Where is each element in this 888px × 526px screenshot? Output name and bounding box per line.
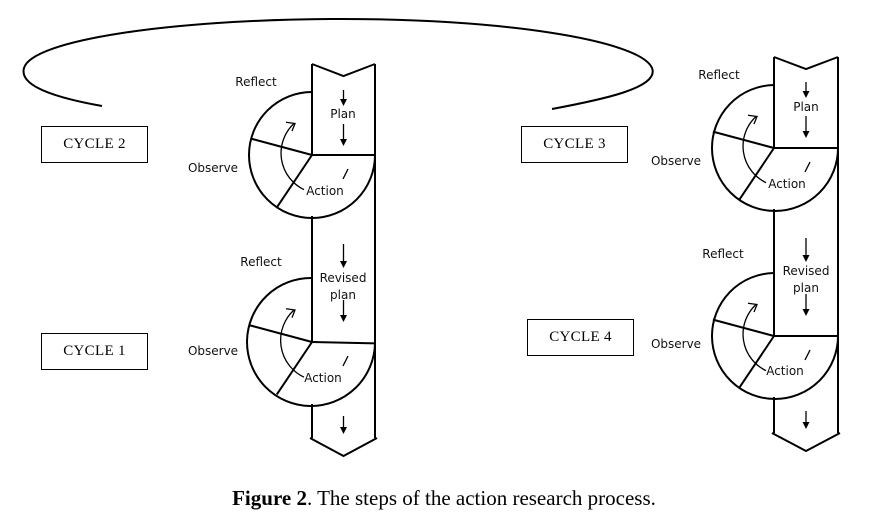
figure-caption-text: . The steps of the action research proce…: [306, 486, 656, 510]
cycle-2-label-reflect: Reflect: [235, 75, 277, 89]
cycle-3-wheel-outline: [711, 84, 839, 212]
cycle-1-cycle-arrow-curve: [279, 309, 305, 378]
cycle-1-action-tick-mark: [342, 355, 349, 367]
cycle-3-label: CYCLE 3: [543, 136, 606, 152]
cycle-2-divider-observe-action: [276, 154, 313, 208]
cycle-2-cycle-arrow-head: [285, 121, 296, 132]
spiral-right-plan-arrow-upper-top-head: [802, 91, 810, 98]
spiral-right-plan-arrow-upper-bottom-head: [802, 131, 810, 138]
spiral-right-plan-arrow-lower-top-head: [802, 255, 810, 262]
cycle-4-label: CYCLE 4: [549, 329, 612, 345]
spiral-left-column-top-notch: [311, 63, 376, 78]
cycle-3-action-tick-mark: [804, 161, 811, 173]
spiral-right-column-bottom-arrow: [771, 432, 841, 453]
cycle-4-cycle-arrow-head: [747, 302, 758, 313]
spiral-left-plan-arrow-upper-top-head: [340, 99, 347, 106]
spiral-left-exit-arrow-head: [340, 427, 347, 434]
cycle-1-label: CYCLE 1: [63, 343, 126, 359]
cycle-4-label-observe: Observe: [651, 337, 701, 351]
cycle-1-label-reflect: Reflect: [240, 255, 282, 269]
cycle-3-label-observe: Observe: [651, 154, 701, 168]
cycle-2-label-box: CYCLE 2: [41, 126, 148, 163]
cycle-connector-loop: [22, 17, 654, 110]
spiral-right-column-top-notch: [773, 56, 839, 71]
cycle-4-label-action: Action: [766, 364, 804, 378]
cycle-4-label-reflect: Reflect: [702, 247, 744, 261]
cycle-4-label-plan-line-1: Revised: [783, 264, 830, 278]
cycle-3-label-box: CYCLE 3: [521, 126, 628, 163]
cycle-3-cycle-arrow-head: [747, 114, 758, 125]
cycle-1-wheel-outline: [246, 276, 376, 407]
cycle-1-divider-action-plan: [311, 341, 376, 345]
spiral-left-plan-arrow-lower-bottom-head: [340, 315, 347, 322]
cycle-2-action-tick-mark: [342, 168, 349, 180]
spiral-left-plan-arrow-upper-bottom-head: [340, 139, 347, 146]
cycle-4-action-tick-mark: [804, 349, 811, 361]
cycle-1-divider-observe-action: [275, 341, 313, 396]
spiral-cycles-3-4: ReflectObserveActionPlanReflectObserveAc…: [651, 56, 841, 453]
cycle-4-label-plan-line-2: plan: [793, 281, 819, 295]
figure-caption: Figure 2. The steps of the action resear…: [0, 486, 888, 511]
cycle-4-label-box: CYCLE 4: [527, 319, 634, 356]
cycle-2-label-observe: Observe: [188, 161, 238, 175]
cycle-2-label-plan: Plan: [330, 107, 356, 121]
cycle-1-cycle-arrow-head: [285, 308, 296, 318]
spiral-right-plan-arrow-lower-bottom-head: [802, 309, 810, 316]
cycle-connector-curve: [22, 17, 654, 110]
spiral-left-plan-arrow-lower-top-head: [340, 261, 347, 268]
cycle-1-label-box: CYCLE 1: [41, 333, 148, 370]
cycle-1-label-observe: Observe: [188, 344, 238, 358]
spiral-left-column-bottom-arrow: [309, 437, 378, 458]
cycle-2-label: CYCLE 2: [63, 136, 126, 152]
cycle-4-divider-observe-action: [738, 335, 775, 389]
spiral-cycles-1-2: ReflectObserveActionPlanReflectObserveAc…: [188, 63, 378, 458]
cycle-3-label-action: Action: [768, 177, 806, 191]
cycle-1-label-plan-line-1: Revised: [320, 271, 367, 285]
cycle-2-cycle-arrow-curve: [280, 123, 305, 191]
cycle-2-label-action: Action: [306, 184, 344, 198]
cycle-1-label-plan-line-2: plan: [330, 288, 356, 302]
cycle-3-divider-observe-action: [738, 147, 775, 201]
cycle-4-cycle-arrow-curve: [742, 304, 767, 372]
spiral-right-exit-arrow-head: [802, 422, 810, 429]
figure-caption-label: Figure 2: [232, 486, 307, 510]
cycle-4-wheel-outline: [711, 272, 839, 400]
cycle-2-wheel-outline: [248, 91, 376, 219]
cycle-1-label-action: Action: [304, 371, 342, 385]
cycle-3-cycle-arrow-curve: [742, 116, 767, 184]
cycle-3-label-plan: Plan: [793, 100, 819, 114]
cycle-3-label-reflect: Reflect: [698, 68, 740, 82]
